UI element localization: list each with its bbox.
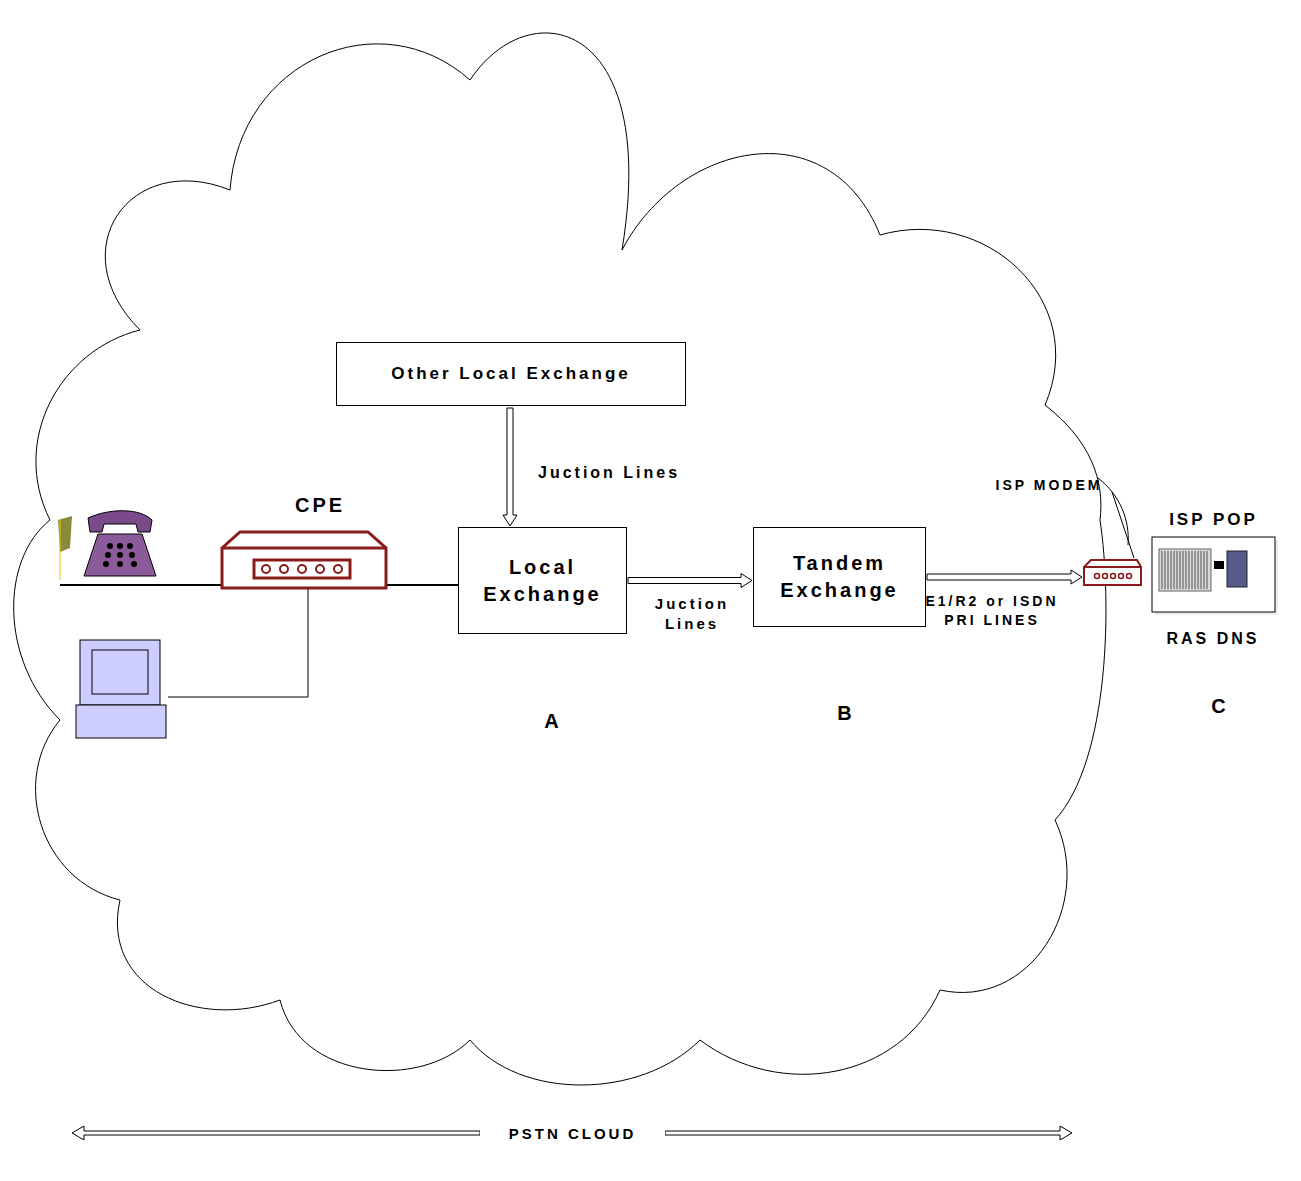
cloud-curl — [1098, 478, 1128, 545]
pc-wire — [168, 587, 308, 697]
edge-label: Juction Lines — [636, 594, 748, 635]
text-label: ISP MODEM — [985, 476, 1113, 495]
exchange-box: Tandem Exchange — [753, 527, 926, 627]
edge-label: Juction Lines — [538, 462, 743, 484]
box-label: Local Exchange — [467, 554, 618, 608]
pstn-cloud — [14, 33, 1106, 1085]
text-label: B — [823, 700, 869, 727]
isp-pop-group: ISP POP RAS DNS — [1083, 505, 1293, 655]
box-label: Tandem Exchange — [762, 550, 917, 604]
text-label: A — [530, 708, 576, 735]
telephone-icon — [58, 511, 156, 580]
edge-label: E1/R2 or ISDN PRI LINES — [922, 592, 1062, 630]
hollow-arrow — [628, 574, 752, 588]
box-heading: ISP POP — [1143, 509, 1284, 532]
hollow-arrow — [503, 408, 517, 526]
box-label: Other Local Exchange — [391, 363, 631, 386]
text-label: PSTN CLOUD — [480, 1124, 665, 1144]
hollow-arrow — [927, 570, 1082, 584]
leader-line — [1112, 492, 1134, 558]
exchange-box: Other Local Exchange — [336, 342, 686, 406]
text-label: CPE — [270, 492, 370, 519]
computer-icon — [76, 640, 166, 738]
box-footer: RAS DNS — [1135, 628, 1291, 650]
exchange-box: Local Exchange — [458, 527, 627, 634]
cpe-modem-icon — [222, 532, 386, 588]
text-label: C — [1197, 693, 1243, 720]
